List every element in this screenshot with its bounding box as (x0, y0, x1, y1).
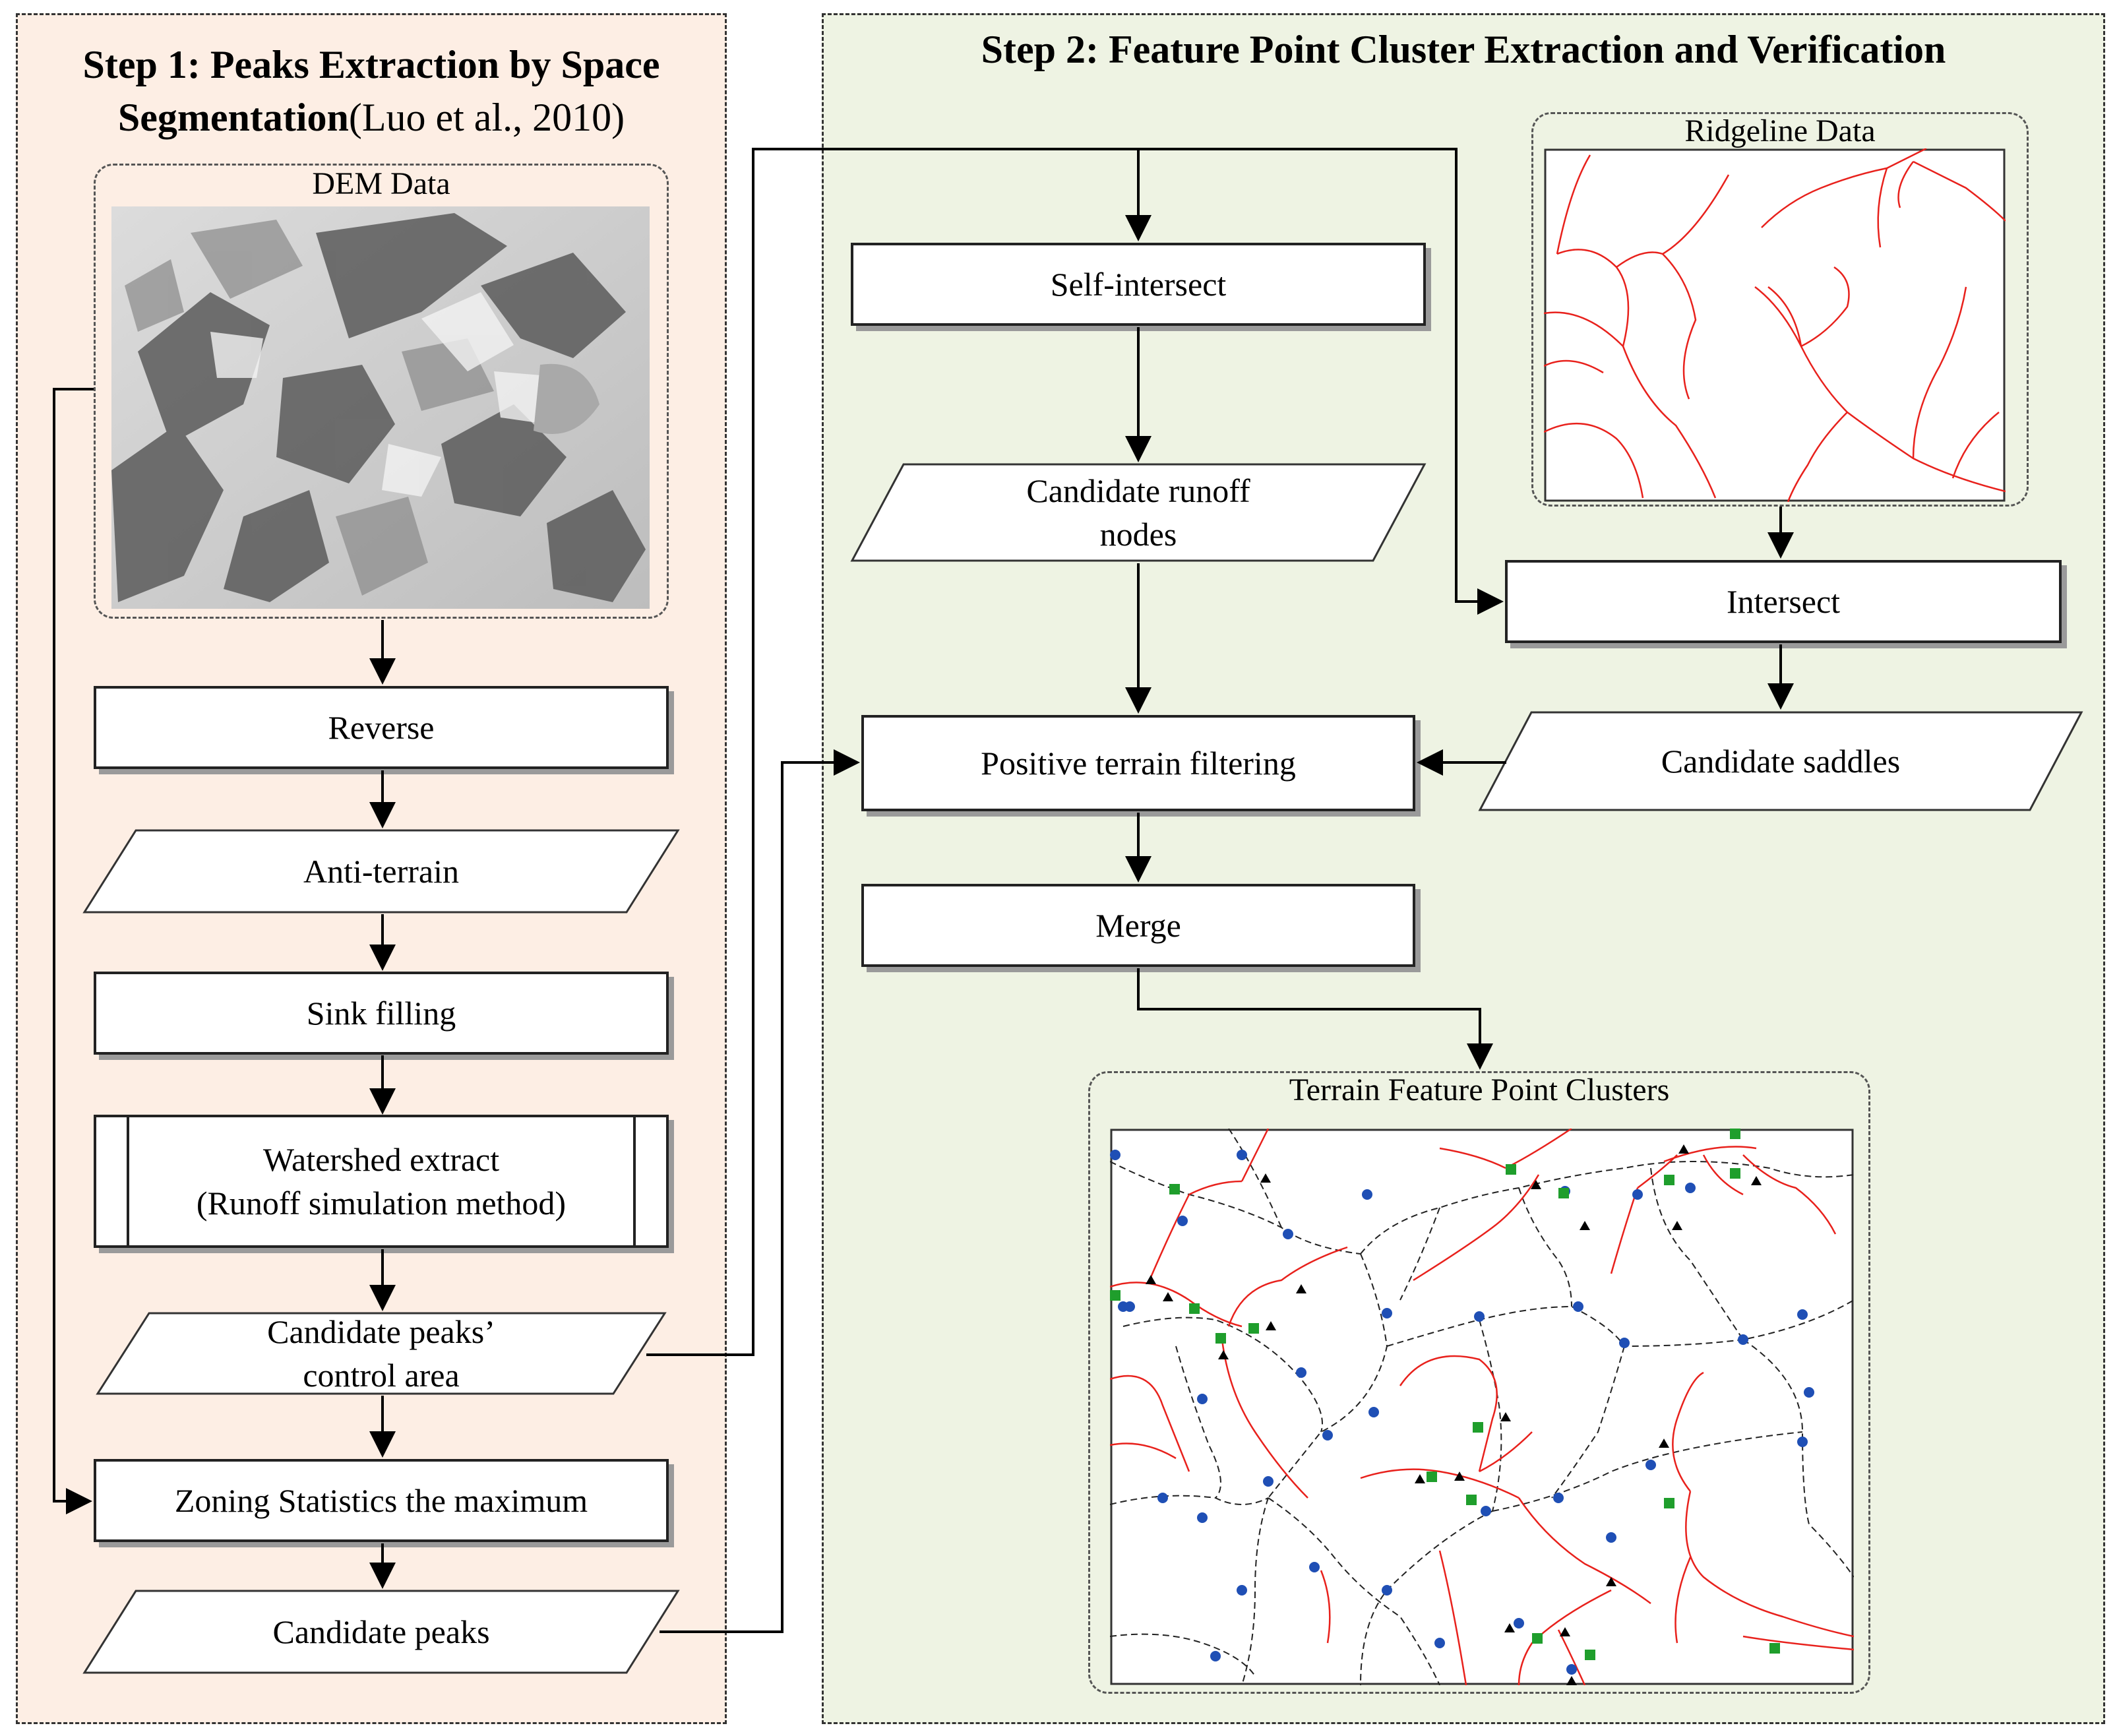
anti-terrain-data: Anti-terrain (82, 829, 680, 914)
anti-terrain-label: Anti-terrain (303, 853, 459, 890)
runoff-nodes-line2: nodes (1099, 516, 1177, 553)
watershed-label-line1: Watershed extract (262, 1141, 500, 1178)
reverse-process: Reverse (94, 686, 669, 769)
candidate-runoff-nodes-data: Candidate runoff nodes (850, 463, 1427, 562)
ridgeline-map-image (1544, 148, 2006, 502)
anti-terrain-shape (82, 829, 680, 914)
merge-process: Merge (861, 884, 1415, 967)
terrain-feature-clusters-group: Terrain Feature Point Clusters (1088, 1071, 1870, 1694)
merge-label: Merge (1095, 907, 1181, 944)
reverse-label: Reverse (328, 709, 435, 746)
sink-filling-label: Sink filling (306, 995, 456, 1032)
sink-filling-process: Sink filling (94, 972, 669, 1055)
positive-filtering-label: Positive terrain filtering (981, 745, 1296, 782)
clusters-map-image (1110, 1129, 1854, 1685)
self-intersect-process: Self-intersect (851, 243, 1426, 326)
control-area-line1: Candidate peaks’ (267, 1313, 495, 1350)
step1-title-line2: Segmentation(Luo et al., 2010) (16, 91, 727, 144)
runoff-nodes-shape (850, 463, 1427, 562)
candidate-peaks-shape (82, 1590, 680, 1674)
runoff-nodes-line1: Candidate runoff (1026, 472, 1250, 509)
zoning-label: Zoning Statistics the maximum (174, 1482, 588, 1519)
clusters-label: Terrain Feature Point Clusters (1289, 1072, 1670, 1107)
candidate-peaks-data: Candidate peaks (82, 1590, 680, 1674)
step1-title-citation: (Luo et al., 2010) (348, 96, 625, 139)
watershed-right-bar (633, 1117, 636, 1245)
control-area-data: Candidate peaks’ control area (96, 1312, 667, 1395)
step1-title-bold2: Segmentation (117, 96, 349, 139)
zoning-statistics-process: Zoning Statistics the maximum (94, 1459, 669, 1542)
step2-title: Step 2: Feature Point Cluster Extraction… (981, 28, 1946, 71)
intersect-label: Intersect (1726, 583, 1841, 620)
dem-data-label: DEM Data (312, 166, 450, 201)
ridgeline-data-label: Ridgeline Data (1684, 113, 1876, 148)
watershed-label-line2: (Runoff simulation method) (196, 1185, 567, 1222)
candidate-saddles-label: Candidate saddles (1661, 743, 1901, 780)
step1-title-line1: Step 1: Peaks Extraction by Space (82, 43, 660, 86)
self-intersect-label: Self-intersect (1050, 266, 1227, 303)
step1-title: Step 1: Peaks Extraction by Space Segmen… (16, 38, 727, 144)
candidate-saddles-shape (1478, 711, 2083, 811)
positive-terrain-filtering-process: Positive terrain filtering (861, 715, 1415, 811)
candidate-saddles-data: Candidate saddles (1478, 711, 2083, 811)
dem-data-group: DEM Data (94, 164, 669, 619)
ridgeline-data-group: Ridgeline Data (1531, 112, 2029, 507)
control-area-shape (96, 1312, 667, 1395)
watershed-left-bar (127, 1117, 129, 1245)
intersect-process: Intersect (1505, 560, 2062, 643)
watershed-extract-process: Watershed extract (Runoff simulation meth… (94, 1115, 669, 1248)
control-area-line2: control area (303, 1357, 460, 1394)
candidate-peaks-label: Candidate peaks (272, 1613, 490, 1650)
dem-hillshade-image (111, 206, 650, 609)
